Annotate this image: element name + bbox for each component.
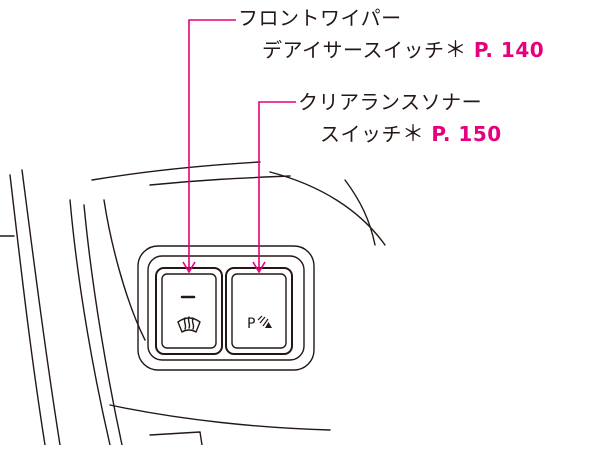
trim-outline-inner-2 [83, 204, 123, 446]
trim-curve [103, 199, 146, 341]
parking-sonar-icon: P [247, 315, 272, 332]
lower-curve [109, 404, 331, 431]
clearance-sonar-switch-body [225, 267, 293, 355]
leader-line-wiper [188, 19, 236, 270]
panel-upper-edge-2 [149, 175, 291, 186]
clearance-sonar-switch-face [231, 273, 287, 349]
windshield-deicer-icon [177, 316, 201, 333]
clearance-sonar-label-line2-wrap: スイッチ＊ P. 150 [320, 122, 502, 147]
clearance-sonar-page-ref[interactable]: P. 150 [431, 122, 502, 146]
wiper-deicer-label-line1: フロントワイパー [238, 6, 402, 30]
wiper-deicer-switch-body [155, 267, 223, 355]
clearance-sonar-asterisk: ＊ [402, 122, 425, 147]
panel-upper-edge [91, 161, 261, 181]
leader-arrow-wiper [182, 261, 196, 274]
wiper-deicer-label-line2-wrap: デアイサースイッチ＊ P. 140 [262, 38, 544, 63]
right-trim [269, 171, 386, 246]
trim-outline-left [9, 174, 46, 446]
wiper-deicer-label-line2: デアイサースイッチ [262, 38, 445, 62]
wiper-deicer-switch-face [161, 273, 217, 349]
trim-outline-left-2 [21, 169, 61, 446]
trim-outline-inner [69, 199, 111, 446]
wiper-deicer-page-ref[interactable]: P. 140 [473, 38, 545, 62]
wiper-deicer-asterisk: ＊ [444, 38, 468, 63]
switch-bezel-inner [147, 255, 305, 361]
lower-slot [149, 431, 203, 446]
leader-arrow-sonar [252, 261, 266, 274]
clearance-sonar-label-line2: スイッチ [320, 122, 402, 146]
clearance-sonar-label-line1: クリアランスソナー [298, 90, 483, 114]
leader-line-sonar [258, 101, 296, 270]
sonar-icon-letter: P [247, 316, 255, 332]
switch-bezel-outer [137, 245, 315, 371]
right-trim-2 [344, 179, 376, 246]
